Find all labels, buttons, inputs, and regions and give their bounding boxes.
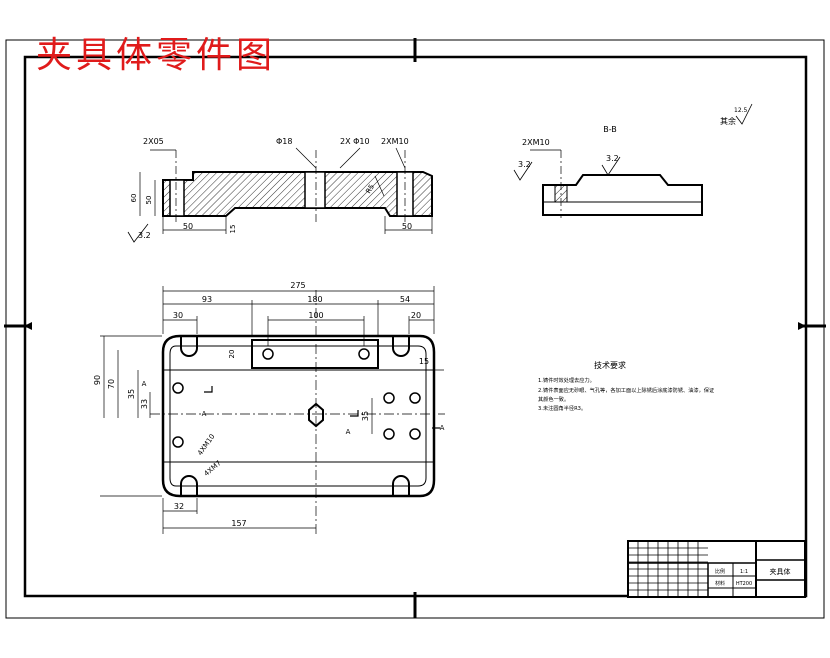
plan-slot-tr: [392, 336, 410, 357]
front-dim-chamfer: R5: [364, 183, 376, 195]
section-callout: 2XM10: [522, 138, 550, 147]
plan-dim-slot-right: 20: [411, 311, 421, 320]
plan-view: 275 93 180 54 30 100 20 90 70 35 33 15 3…: [93, 281, 445, 534]
front-view: 2X05 Φ18 2X Φ10 2XM10 60 50 50 15 50 R5 …: [127, 137, 433, 243]
tech-notes: 技术要求 1.铸件时效处理去应力。 2.铸件表面应无砂眼、气孔等，各加工面以上除…: [538, 360, 714, 412]
outer-border: [5, 39, 825, 619]
centering-arrows: [24, 322, 806, 330]
plan-section-mark-0: A: [142, 380, 147, 388]
plan-slot-tl: [180, 336, 198, 357]
drawing-title: 夹具体零件图: [36, 35, 277, 76]
centering-marks: [4, 38, 826, 618]
plan-dim-left: 93: [202, 295, 212, 304]
plan-dim-inner: 35: [127, 389, 136, 399]
roughness-right-b: 3.2: [606, 154, 619, 163]
title-block-grid: [628, 541, 708, 597]
title-block-scale: 1:1: [740, 569, 748, 575]
note-2: 2.铸件表面应无砂眼、气孔等，各加工面以上除锈后涂底漆防锈、油漆，保证: [538, 386, 714, 394]
plan-slot-bl: [180, 475, 198, 496]
plan-callout-0: 4XM10: [196, 433, 216, 457]
title-block-part: 夹具体: [770, 567, 791, 576]
note-3: 其颜色一致。: [538, 395, 569, 403]
plan-slot-br: [392, 475, 410, 496]
title-block-material-label: 材料: [715, 580, 725, 587]
plan-dim-slot-inner: 100: [308, 311, 323, 320]
surface-note-prefix: 其余: [720, 116, 736, 126]
front-hole-center: [304, 171, 326, 209]
front-dim-height-total: 60: [130, 194, 138, 203]
plan-dim-bottom-long: 157: [231, 519, 246, 528]
note-4: 3.未注圆角半径R3。: [538, 404, 586, 412]
front-callout-0: 2X05: [143, 137, 164, 146]
front-dim-height-inner: 50: [145, 196, 153, 205]
plan-center-slot: 20: [228, 350, 236, 359]
plan-outline: [161, 334, 436, 498]
front-callout-3: 2XM10: [381, 137, 409, 146]
plan-dim-right-inner: 35: [361, 411, 370, 421]
plan-dim-bottom-left: 32: [174, 502, 184, 511]
front-body: [162, 171, 433, 217]
title-block-scale-label: 比例: [715, 568, 725, 575]
plan-section-mark-3: A: [440, 424, 445, 432]
title-block: 夹具体 比例 1:1 材料 HT200: [627, 540, 806, 598]
plan-dim-outer: 90: [93, 375, 102, 385]
front-slot-left: [169, 179, 185, 217]
plan-dim-slot-left: 30: [173, 311, 183, 320]
front-dim-slot: 15: [229, 225, 237, 234]
section-view: B-B 2XM10 3.2 3.2 其余 12.5: [513, 103, 753, 218]
notes-heading: 技术要求: [594, 360, 626, 370]
title-block-material: HT200: [736, 581, 752, 587]
roughness-left: 3.2: [138, 231, 151, 240]
plan-dim-middle: 180: [307, 295, 322, 304]
plan-center-hole: [308, 402, 324, 428]
plan-dim-right: 54: [400, 295, 410, 304]
surface-note-value: 12.5: [734, 107, 748, 114]
section-label: B-B: [603, 125, 617, 134]
note-1: 1.铸件时效处理去应力。: [538, 376, 595, 384]
front-dim-left: 50: [183, 222, 193, 231]
plan-dim-overall: 275: [290, 281, 305, 290]
roughness-right-a: 3.2: [518, 160, 531, 169]
front-callout-2: 2X Φ10: [340, 137, 370, 146]
section-body: [542, 174, 703, 216]
front-dim-right: 50: [402, 222, 412, 231]
roughness-mark-left: [127, 223, 149, 243]
plan-section-mark-2: A: [346, 428, 351, 436]
plan-dim-mid: 70: [107, 379, 116, 389]
plan-dim-small: 33: [140, 399, 149, 409]
plan-dim-r: 15: [419, 357, 429, 366]
front-callout-1: Φ18: [276, 137, 292, 146]
plan-slot-center: [251, 339, 379, 369]
plan-section-mark-1: A: [202, 410, 207, 418]
